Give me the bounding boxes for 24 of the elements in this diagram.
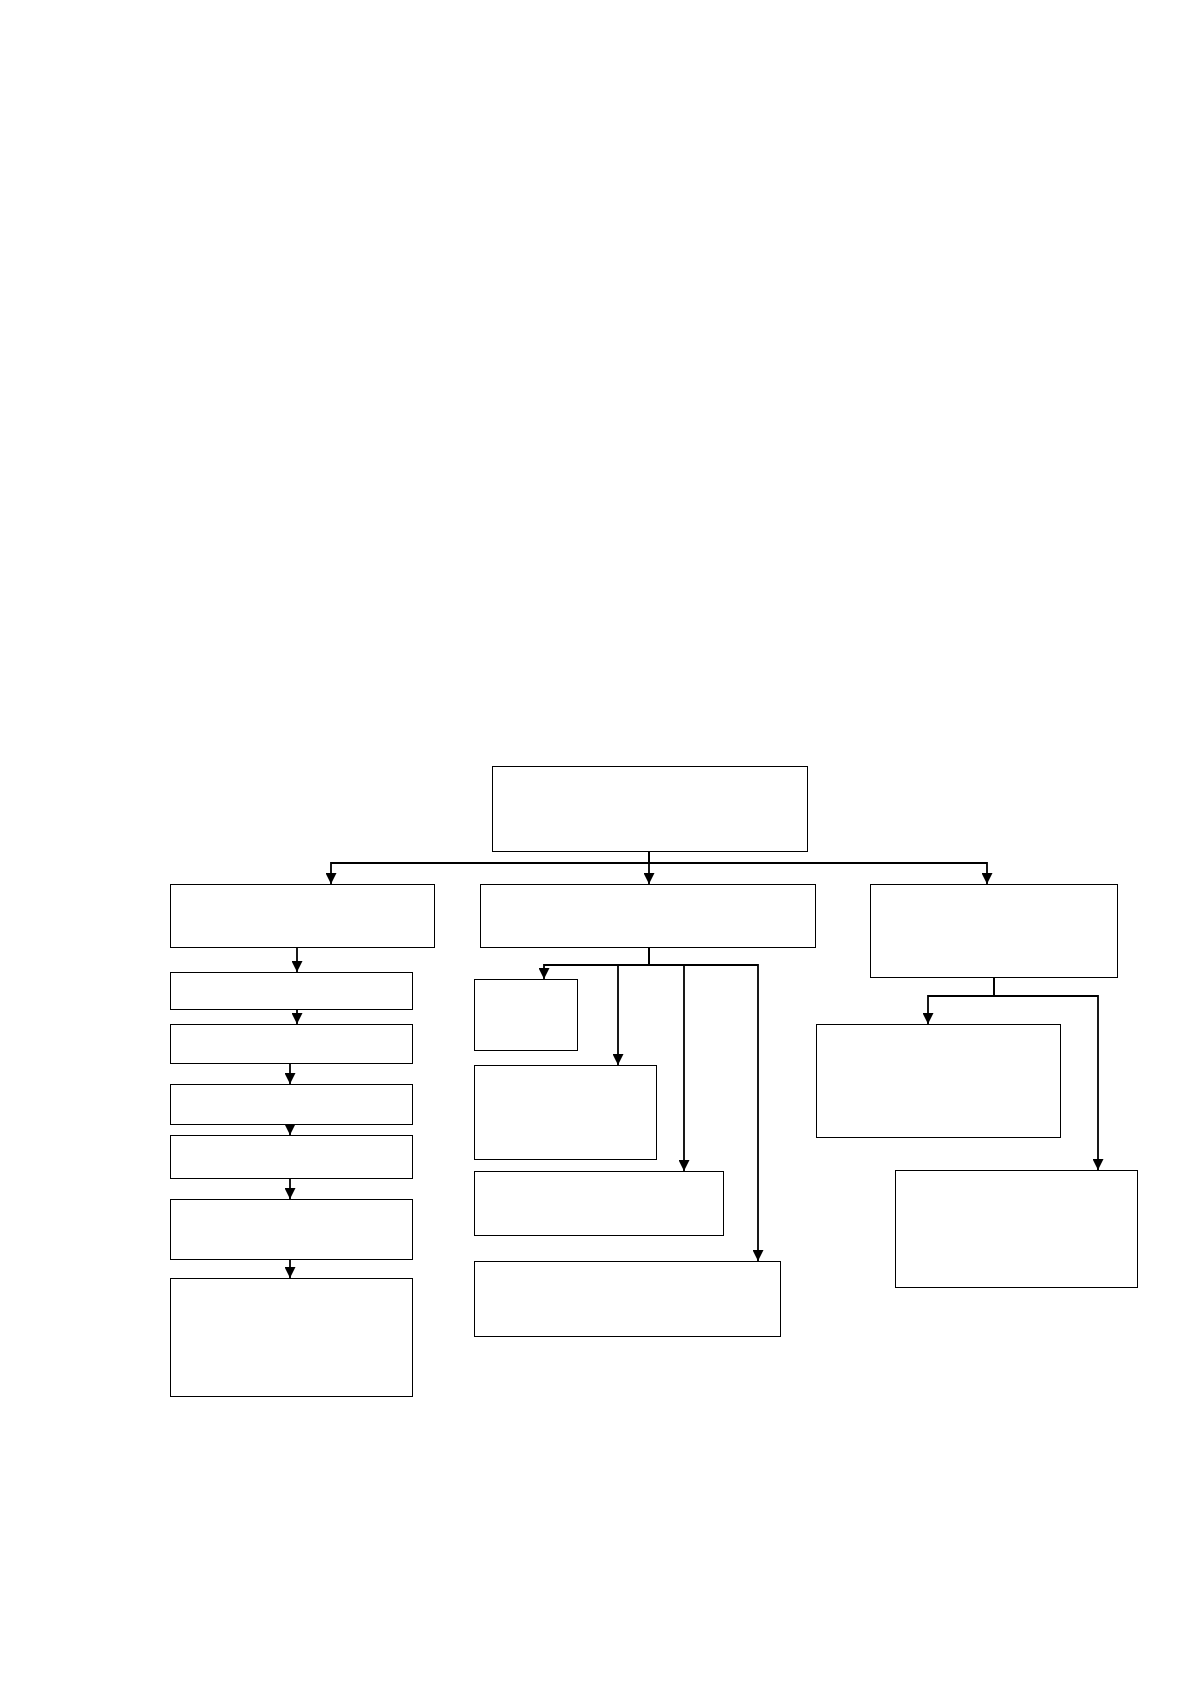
process-box <box>474 1261 781 1337</box>
process-box <box>170 1024 413 1064</box>
arrow <box>648 851 993 885</box>
arrow <box>284 1124 296 1136</box>
process-box <box>170 1084 413 1125</box>
process-box <box>480 884 816 948</box>
process-box <box>170 884 435 948</box>
process-box <box>895 1170 1138 1288</box>
process-box <box>474 979 578 1051</box>
arrow <box>993 977 1104 1171</box>
arrow <box>291 1009 303 1025</box>
arrow <box>284 1259 296 1279</box>
process-box <box>474 1065 657 1160</box>
process-box <box>870 884 1118 978</box>
process-box <box>170 1135 413 1179</box>
process-box <box>474 1171 724 1236</box>
process-box <box>816 1024 1061 1138</box>
process-box <box>170 1199 413 1260</box>
arrow <box>284 1178 296 1200</box>
process-box <box>170 1278 413 1397</box>
arrow <box>291 947 303 973</box>
process-box <box>492 766 808 852</box>
arrow <box>284 1063 296 1085</box>
process-box <box>170 972 413 1010</box>
